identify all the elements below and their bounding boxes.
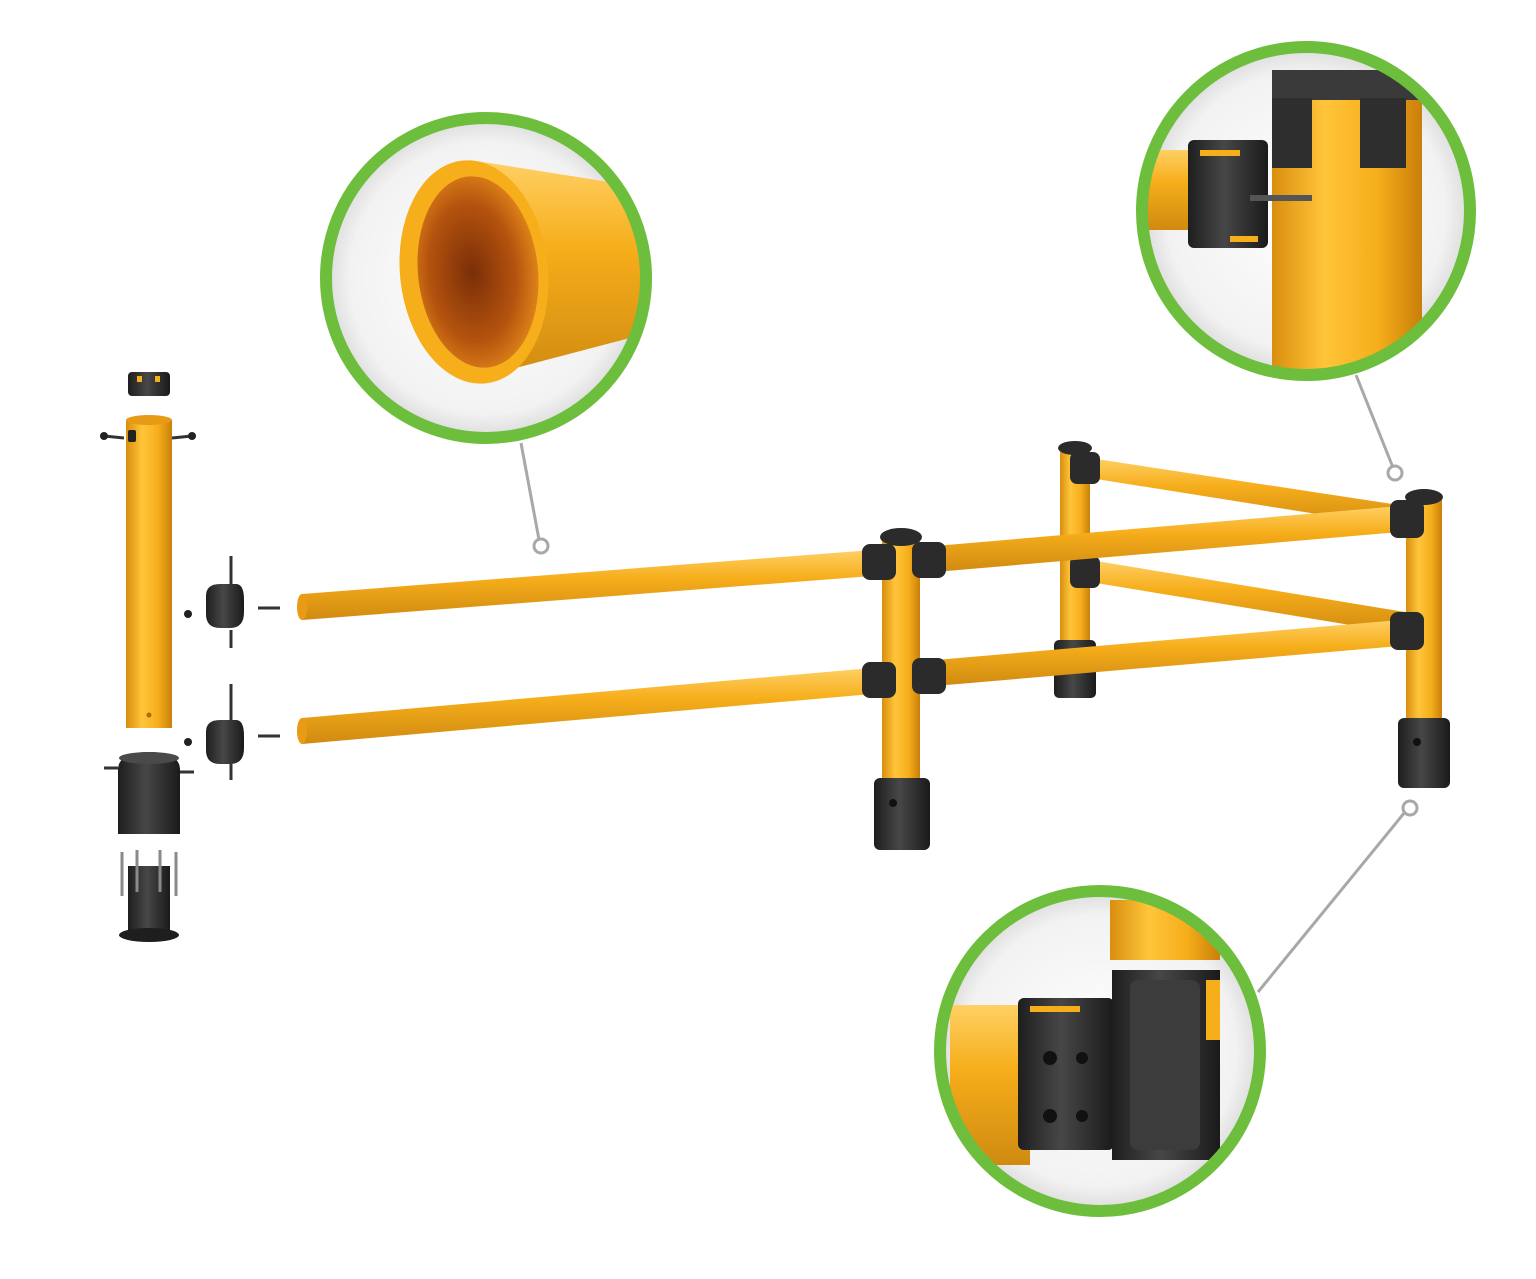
clamp-upper xyxy=(184,556,280,648)
corner-connector-upper xyxy=(1390,500,1424,538)
clamp-lower xyxy=(184,684,280,780)
base-right xyxy=(1398,718,1450,788)
connector-upper-right xyxy=(912,542,946,578)
leader-dot-base xyxy=(1401,799,1419,817)
leader-dot-tube xyxy=(532,537,550,555)
rear-rails xyxy=(1070,452,1405,634)
callout-tube-end xyxy=(320,112,652,444)
middle-post xyxy=(862,528,946,850)
post-cap xyxy=(128,372,170,396)
base-sleeve xyxy=(104,752,194,834)
front-rails xyxy=(297,506,1400,744)
connector-upper-left xyxy=(862,544,896,580)
exploded-parts xyxy=(100,372,280,942)
leader-line-connector xyxy=(1354,374,1396,471)
leader-line-tube xyxy=(519,442,542,546)
leader-lines xyxy=(519,374,1419,993)
callout-base-connector xyxy=(934,885,1266,1217)
callout-rail-connector xyxy=(1136,41,1476,381)
corner-connector-lower xyxy=(1390,612,1424,650)
leader-line-base xyxy=(1256,811,1407,993)
base-anchor xyxy=(119,850,179,942)
post-tube xyxy=(100,415,196,728)
connector-lower-left xyxy=(862,662,896,698)
assembled-barrier xyxy=(297,441,1450,850)
base-middle xyxy=(874,778,930,850)
leader-dot-connector xyxy=(1386,464,1404,482)
connector-lower-right xyxy=(912,658,946,694)
right-post xyxy=(1390,489,1450,788)
